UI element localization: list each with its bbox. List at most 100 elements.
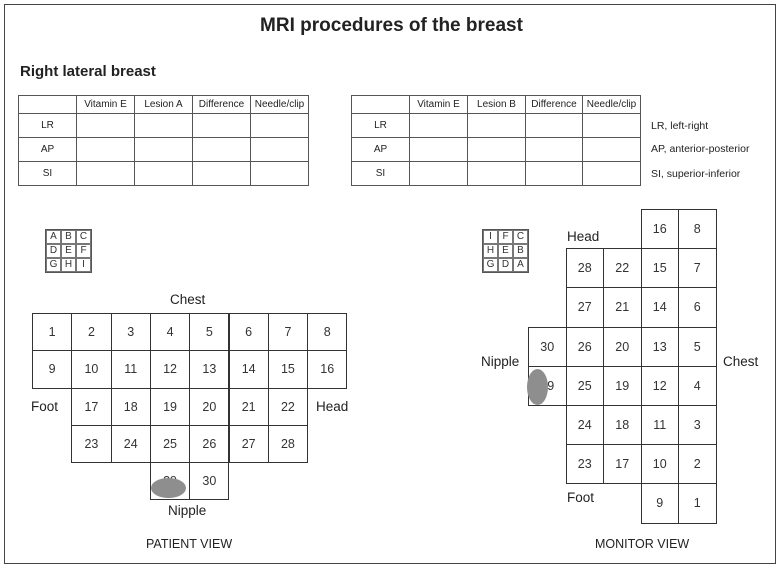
table-a-header-vitamin-e: Vitamin E: [76, 95, 135, 114]
grid-cell-4: 4: [678, 365, 717, 406]
grid-cell-9: 9: [32, 350, 73, 389]
grid-cell-26: 26: [565, 326, 604, 367]
grid-cell-2: 2: [71, 313, 112, 352]
mini-grid-cell: F: [498, 230, 513, 244]
table-b-header-difference: Difference: [525, 95, 583, 114]
mini-grid-cell: G: [483, 258, 498, 272]
mini-grid-cell: F: [76, 244, 91, 258]
grid-cell-28: 28: [565, 248, 604, 289]
mini-grid-cell: E: [61, 244, 76, 258]
mini-grid-cell: A: [513, 258, 528, 272]
grid-cell-24: 24: [565, 405, 604, 446]
patient-view-caption: PATIENT VIEW: [146, 537, 233, 551]
grid-cell-19: 19: [149, 387, 191, 426]
table-b-cell: [582, 137, 641, 162]
table-b-cell: [582, 113, 641, 138]
grid-cell-8: 8: [307, 313, 348, 352]
mini-grid-cell: I: [483, 230, 498, 244]
grid-cell-4: 4: [149, 313, 191, 352]
table-a-row-label: LR: [18, 113, 77, 138]
legend-si: SI, superior-inferior: [651, 168, 741, 180]
table-b-header-lesion: Lesion B: [467, 95, 526, 114]
mini-grid-cell: G: [46, 258, 61, 272]
grid-cell-7: 7: [678, 248, 717, 289]
grid-cell-24: 24: [110, 424, 151, 464]
table-b-cell: [525, 161, 583, 186]
grid-cell-30: 30: [189, 462, 230, 501]
table-a-cell: [192, 161, 251, 186]
grid-cell-25: 25: [565, 365, 604, 406]
patient-label-chest: Chest: [170, 292, 206, 307]
measurement-table-a: Vitamin E Lesion A Difference Needle/cli…: [18, 95, 309, 186]
grid-cell-16: 16: [307, 350, 348, 389]
patient-label-head: Head: [316, 399, 349, 414]
grid-cell-14: 14: [228, 350, 269, 389]
table-b-row-label: LR: [351, 113, 410, 138]
monitor-label-head: Head: [567, 229, 600, 244]
grid-cell-7: 7: [267, 313, 309, 352]
grid-cell-3: 3: [110, 313, 151, 352]
figure-title: MRI procedures of the breast: [260, 15, 523, 36]
monitor-view-caption: MONITOR VIEW: [595, 537, 690, 551]
table-a-header-needle-clip: Needle/clip: [250, 95, 309, 114]
grid-cell-6: 6: [228, 313, 269, 352]
grid-cell-11: 11: [640, 405, 679, 446]
grid-cell-12: 12: [640, 365, 679, 406]
monitor-label-nipple: Nipple: [481, 354, 520, 369]
table-b-header-vitamin-e: Vitamin E: [409, 95, 468, 114]
grid-cell-23: 23: [71, 424, 112, 464]
table-a-cell: [134, 137, 193, 162]
monitor-label-foot: Foot: [567, 490, 595, 505]
table-b-cell: [467, 161, 526, 186]
table-b-cell: [467, 113, 526, 138]
grid-cell-15: 15: [267, 350, 309, 389]
mini-grid-cell: B: [513, 244, 528, 258]
patient-label-foot: Foot: [31, 399, 59, 414]
table-a-cell: [76, 137, 135, 162]
table-b-cell: [525, 137, 583, 162]
table-a-cell: [134, 113, 193, 138]
figure-frame: [4, 4, 776, 564]
grid-cell-6: 6: [678, 287, 717, 328]
nipple-marker-monitor: [527, 369, 548, 405]
table-b-row-label: AP: [351, 137, 410, 162]
grid-cell-8: 8: [678, 209, 717, 250]
grid-cell-1: 1: [32, 313, 73, 352]
grid-cell-17: 17: [603, 444, 642, 485]
grid-cell-13: 13: [640, 326, 679, 367]
table-a-cell: [134, 161, 193, 186]
table-b-row-label: SI: [351, 161, 410, 186]
table-a-cell: [250, 113, 309, 138]
table-b-cell: [409, 113, 468, 138]
grid-cell-22: 22: [267, 387, 309, 426]
mini-grid-cell: E: [498, 244, 513, 258]
mini-grid-cell: I: [76, 258, 91, 272]
table-a-cell: [250, 137, 309, 162]
table-a-cell: [250, 161, 309, 186]
table-b-header-needle-clip: Needle/clip: [582, 95, 641, 114]
legend-lr: LR, left-right: [651, 120, 709, 132]
grid-cell-12: 12: [149, 350, 191, 389]
table-a-header-difference: Difference: [192, 95, 251, 114]
grid-cell-15: 15: [640, 248, 679, 289]
table-a-row-label: SI: [18, 161, 77, 186]
monitor-label-chest: Chest: [723, 354, 759, 369]
table-a-cell: [76, 113, 135, 138]
grid-cell-18: 18: [110, 387, 151, 426]
table-a-cell: [192, 113, 251, 138]
table-b-cell: [582, 161, 641, 186]
grid-cell-20: 20: [603, 326, 642, 367]
table-a-header-lesion: Lesion A: [134, 95, 193, 114]
grid-cell-22: 22: [603, 248, 642, 289]
measurement-table-b: Vitamin E Lesion B Difference Needle/cli…: [351, 95, 641, 186]
grid-cell-18: 18: [603, 405, 642, 446]
patient-label-nipple: Nipple: [168, 503, 207, 518]
grid-cell-28: 28: [267, 424, 309, 464]
grid-cell-10: 10: [640, 444, 679, 485]
mini-grid-patient: A B C D E F G H I: [45, 229, 92, 273]
grid-cell-1: 1: [678, 483, 717, 524]
grid-cell-23: 23: [565, 444, 604, 485]
figure-subtitle: Right lateral breast: [20, 63, 156, 80]
mini-grid-cell: B: [61, 230, 76, 244]
grid-cell-27: 27: [565, 287, 604, 328]
